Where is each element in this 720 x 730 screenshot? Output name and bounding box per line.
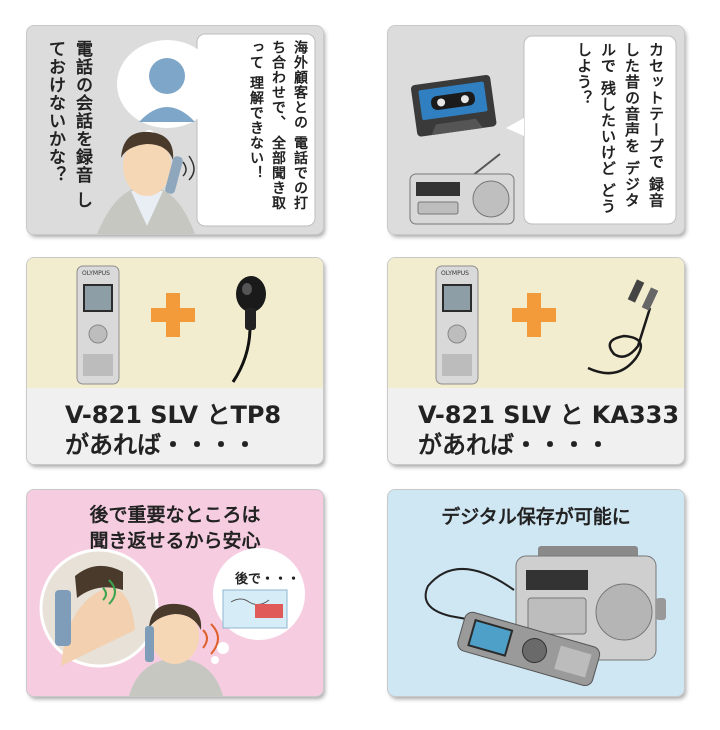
relisten-illustration <box>39 548 305 696</box>
panel-product-ka333: OLYMPUS V-821 SLV と KA333 があれば・・・・ <box>388 258 684 464</box>
panel-title-line-2: 聞き返せるから安心 <box>89 530 261 552</box>
product-line-1: V-821 SLV と KA333 <box>418 401 680 429</box>
product-illustration <box>435 265 659 385</box>
thought-text: 電話の会話を録音 しておけないかな？ <box>45 40 92 209</box>
panel-call-problem: 海外顧客との 電話での打ち合わせで、 全部聞き取って 理解できない！ 電話の会話… <box>27 26 323 234</box>
digital-illustration <box>424 546 666 687</box>
cassette-illustration <box>409 35 677 225</box>
product-illustration <box>76 265 266 385</box>
panel-product-tp8: OLYMPUS V-821 SLV とTP8 があれば・・・・ <box>27 258 323 464</box>
panel-cassette-problem: カセットテープで 録音した昔の音声を デジタルで 残したいけど どうしよう？ <box>388 26 684 234</box>
recorder-brand: OLYMPUS <box>82 270 110 277</box>
product-line-1: V-821 SLV とTP8 <box>65 401 282 429</box>
call-illustration <box>97 33 316 234</box>
panel-title-line-1: 後で重要なところは <box>89 504 261 526</box>
panel-digital: デジタル保存が可能に <box>388 490 684 696</box>
product-line-2: があれば・・・・ <box>418 431 610 459</box>
speech-text: 海外顧客との 電話での打ち合わせで、 全部聞き取って 理解できない！ <box>248 40 308 211</box>
panel-title: デジタル保存が可能に <box>441 506 631 528</box>
speech-text: カセットテープで 録音した昔の音声を デジタルで 残したいけど どうしよう？ <box>575 42 665 215</box>
product-line-2: があれば・・・・ <box>65 431 257 459</box>
panel-relisten: 後で重要なところは 聞き返せるから安心 後で・・・ <box>27 490 323 696</box>
thought-bubble-text: 後で・・・ <box>235 572 301 587</box>
recorder-brand: OLYMPUS <box>441 270 469 277</box>
